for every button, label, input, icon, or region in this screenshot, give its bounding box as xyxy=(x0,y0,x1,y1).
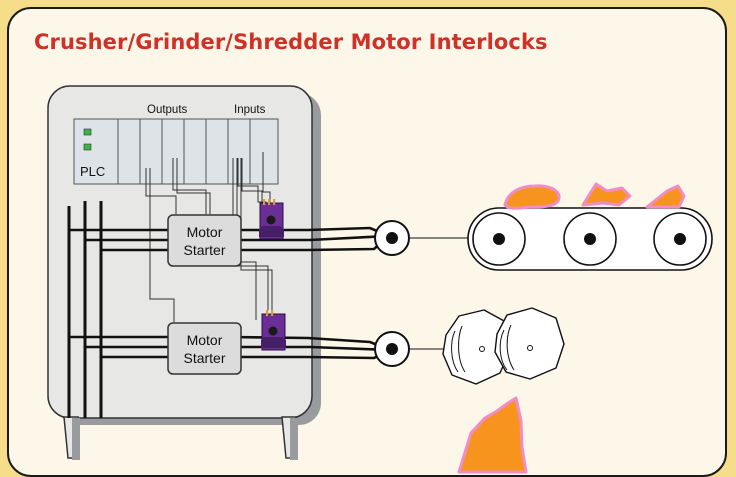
motor-starter-icon: Motor Starter xyxy=(167,214,242,267)
material-chunk-icon xyxy=(581,182,632,207)
starter-lower-label-line1: Motor xyxy=(187,332,223,348)
power-bus xyxy=(67,201,103,418)
status-led-icon xyxy=(83,128,92,136)
motor-icon xyxy=(374,331,446,367)
plc-icon: PLC Outputs Inputs xyxy=(73,104,279,185)
conveyor-icon xyxy=(467,207,713,271)
current-sensor-icon xyxy=(259,199,284,240)
starter-lower-label-line2: Starter xyxy=(183,350,225,366)
control-wiring xyxy=(145,152,273,322)
material-chunk-icon xyxy=(457,396,528,474)
plc-label: PLC xyxy=(80,164,105,179)
page-title: Crusher/Grinder/Shredder Motor Interlock… xyxy=(34,30,548,54)
starter-upper-label-line1: Motor xyxy=(187,224,223,240)
motor-starter-icon: Motor Starter xyxy=(167,322,242,375)
starter-upper-label-line2: Starter xyxy=(183,242,225,258)
material-chunk-icon xyxy=(503,184,561,210)
crusher-rollers-icon xyxy=(442,307,565,385)
motor-icon xyxy=(374,220,468,256)
inputs-label: Inputs xyxy=(234,104,266,116)
current-sensor-icon xyxy=(261,310,286,351)
status-led-icon xyxy=(83,143,92,151)
material-chunk-icon xyxy=(645,184,686,209)
outputs-label: Outputs xyxy=(147,104,188,116)
